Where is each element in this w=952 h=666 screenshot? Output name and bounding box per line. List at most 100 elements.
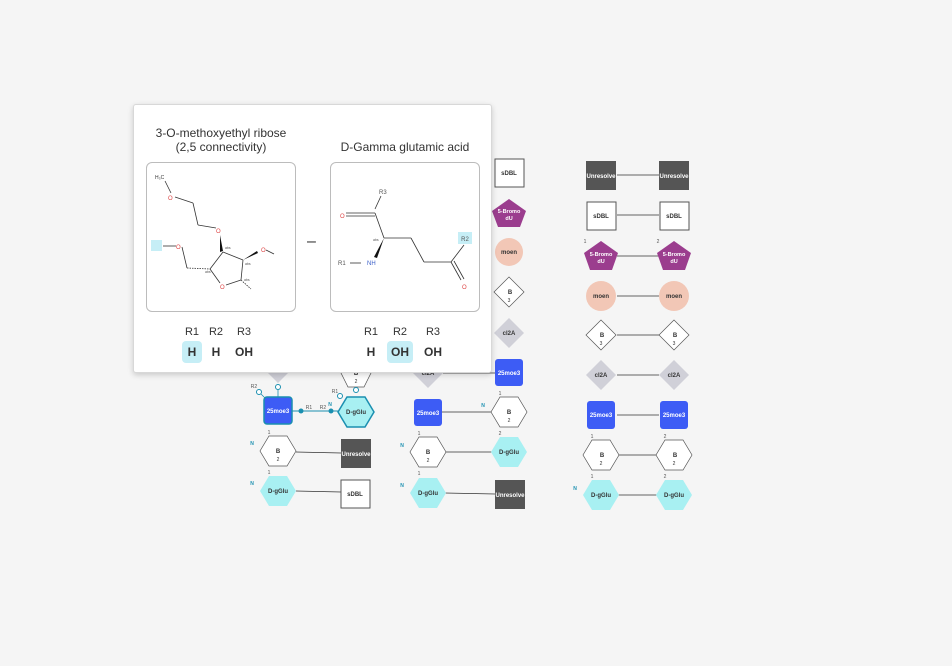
index-label: 2 xyxy=(664,434,667,440)
bond-separator: – xyxy=(307,233,316,250)
monomer-base-b[interactable]: B 3 xyxy=(658,319,690,351)
monomer-unresolve[interactable]: Unresolve xyxy=(341,439,371,468)
monomer-25moe3[interactable]: 25moe3 xyxy=(263,396,293,425)
bond-preview-popup: 3-O-methoxyethyl ribose (2,5 connectivit… xyxy=(133,104,492,373)
stereo-label: abs xyxy=(373,238,379,242)
monomer-label: D-gGlu xyxy=(591,493,611,499)
monomer-25moe3[interactable]: 25moe3 xyxy=(660,401,688,429)
structure-preview: R3 O abs R1 NH R2 O xyxy=(330,162,480,312)
monomer-moen[interactable]: moen xyxy=(495,238,523,266)
monomer-label: B xyxy=(673,333,678,339)
monomer-base-b[interactable]: B 3 xyxy=(585,319,617,351)
monomer-label: 25moe3 xyxy=(498,371,521,377)
monomer-sdbl[interactable]: sDBL xyxy=(494,158,525,188)
atom-label: H₃C xyxy=(155,175,165,181)
monomer-base-b[interactable]: B 2 xyxy=(490,396,528,428)
monomer-label: B xyxy=(600,453,605,459)
monomer-label: sDBL xyxy=(593,214,609,220)
monomer-moen[interactable]: moen xyxy=(659,281,689,311)
n-terminal-label: N xyxy=(481,403,485,409)
monomer-d-gglu[interactable]: D-gGlu xyxy=(337,396,375,428)
n-terminal-label: N xyxy=(573,486,577,492)
monomer-subtitle-line: (2,5 connectivity) xyxy=(175,140,267,154)
monomer-label: D-gGlu xyxy=(664,493,684,499)
n-terminal-label: N xyxy=(250,441,254,447)
monomer-base-b[interactable]: B 2 xyxy=(259,435,297,467)
atom-label: O xyxy=(220,285,225,291)
stereo-label: abs xyxy=(225,246,231,250)
monomer-sub: 3 xyxy=(673,341,676,347)
monomer-cl2a[interactable]: cl2A xyxy=(659,360,689,390)
monomer-sub: 2 xyxy=(277,457,280,463)
index-label: 2 xyxy=(664,474,667,480)
r-group-header: R2 xyxy=(392,326,408,338)
monomer-label: D-gGlu xyxy=(418,491,438,497)
r-group-value: OH xyxy=(424,345,442,359)
monomer-cl2a[interactable]: cl2A xyxy=(586,360,616,390)
monomer-cl2a[interactable]: cl2A xyxy=(494,318,524,348)
r-group-value: H xyxy=(366,345,376,359)
index-label: 1 xyxy=(268,470,271,476)
monomer-moen[interactable]: moen xyxy=(586,281,616,311)
atom-label: O xyxy=(340,214,345,220)
monomer-sdbl[interactable]: sDBL xyxy=(659,201,690,231)
monomer-label: moen xyxy=(666,294,682,300)
monomer-sdbl[interactable]: sDBL xyxy=(340,479,371,509)
monomer-title: 3-O-methoxyethyl ribose (2,5 connectivit… xyxy=(146,126,296,154)
monomer-title: D-Gamma glutamic acid xyxy=(330,140,480,154)
monomer-d-gglu[interactable]: D-gGlu xyxy=(410,478,446,508)
r2-highlight xyxy=(458,232,472,244)
monomer-unresolve[interactable]: Unresolve xyxy=(659,161,689,190)
monomer-25moe3[interactable]: 25moe3 xyxy=(414,399,442,426)
monomer-d-gglu[interactable]: D-gGlu xyxy=(656,480,692,510)
monomer-sub: 2 xyxy=(355,379,358,385)
monomer-sub: 3 xyxy=(600,341,603,347)
monomer-d-gglu[interactable]: D-gGlu xyxy=(260,476,296,506)
monomer-d-gglu[interactable]: D-gGlu xyxy=(491,437,527,467)
pair-column-right: Unresolve Unresolve sDBL sDBL 1 2 5-Brom… xyxy=(573,161,693,510)
monomer-column-left: B 2 R2 R1 R2 R1 N 25moe3 D-gGlu xyxy=(250,370,375,509)
atom-label: O xyxy=(168,196,173,202)
r-group-header: R3 xyxy=(425,326,441,338)
monomer-label: Unresolve xyxy=(495,493,525,499)
monomer-label: 25moe3 xyxy=(663,413,686,419)
monomer-base-b[interactable]: B 3 xyxy=(493,276,525,308)
monomer-label: sDBL xyxy=(347,492,363,498)
monomer-sdbl[interactable]: sDBL xyxy=(586,201,617,231)
r1-highlight xyxy=(151,240,162,251)
n-terminal-label: N xyxy=(250,481,254,487)
monomer-unresolve[interactable]: Unresolve xyxy=(586,161,616,190)
index-label: 1 xyxy=(591,434,594,440)
stereo-label: abs xyxy=(244,278,250,282)
monomer-d-gglu[interactable]: D-gGlu xyxy=(583,480,619,510)
monomer-sub: 2 xyxy=(427,458,430,464)
monomer-base-b[interactable]: B 2 xyxy=(409,436,447,468)
monomer-base-b[interactable]: B 2 xyxy=(655,439,693,471)
monomer-label: B xyxy=(673,453,678,459)
atom-label: O xyxy=(261,248,266,254)
selected-connection[interactable]: R2 R1 R2 R1 N xyxy=(251,384,359,414)
monomer-label: Unresolve xyxy=(659,174,689,180)
atom-label: O xyxy=(176,245,181,251)
monomer-label: 25moe3 xyxy=(267,409,290,415)
atom-label: O xyxy=(462,285,467,291)
monomer-base-b[interactable]: B 2 xyxy=(582,439,620,471)
n-terminal-label: N xyxy=(400,483,404,489)
monomer-label: cl2A xyxy=(503,331,516,337)
stereo-label: abs xyxy=(205,270,211,274)
monomer-label: 25moe3 xyxy=(590,413,613,419)
monomer-label: cl2A xyxy=(595,373,608,379)
atom-label: NH xyxy=(367,261,376,267)
monomer-25moe3[interactable]: 25moe3 xyxy=(587,401,615,429)
r-group-label: R1 xyxy=(338,261,346,267)
monomer-unresolve[interactable]: Unresolve xyxy=(495,480,525,509)
r-group-header: R3 xyxy=(236,326,252,338)
index-label: 1 xyxy=(418,431,421,437)
monomer-25moe3[interactable]: 25moe3 xyxy=(495,359,523,386)
